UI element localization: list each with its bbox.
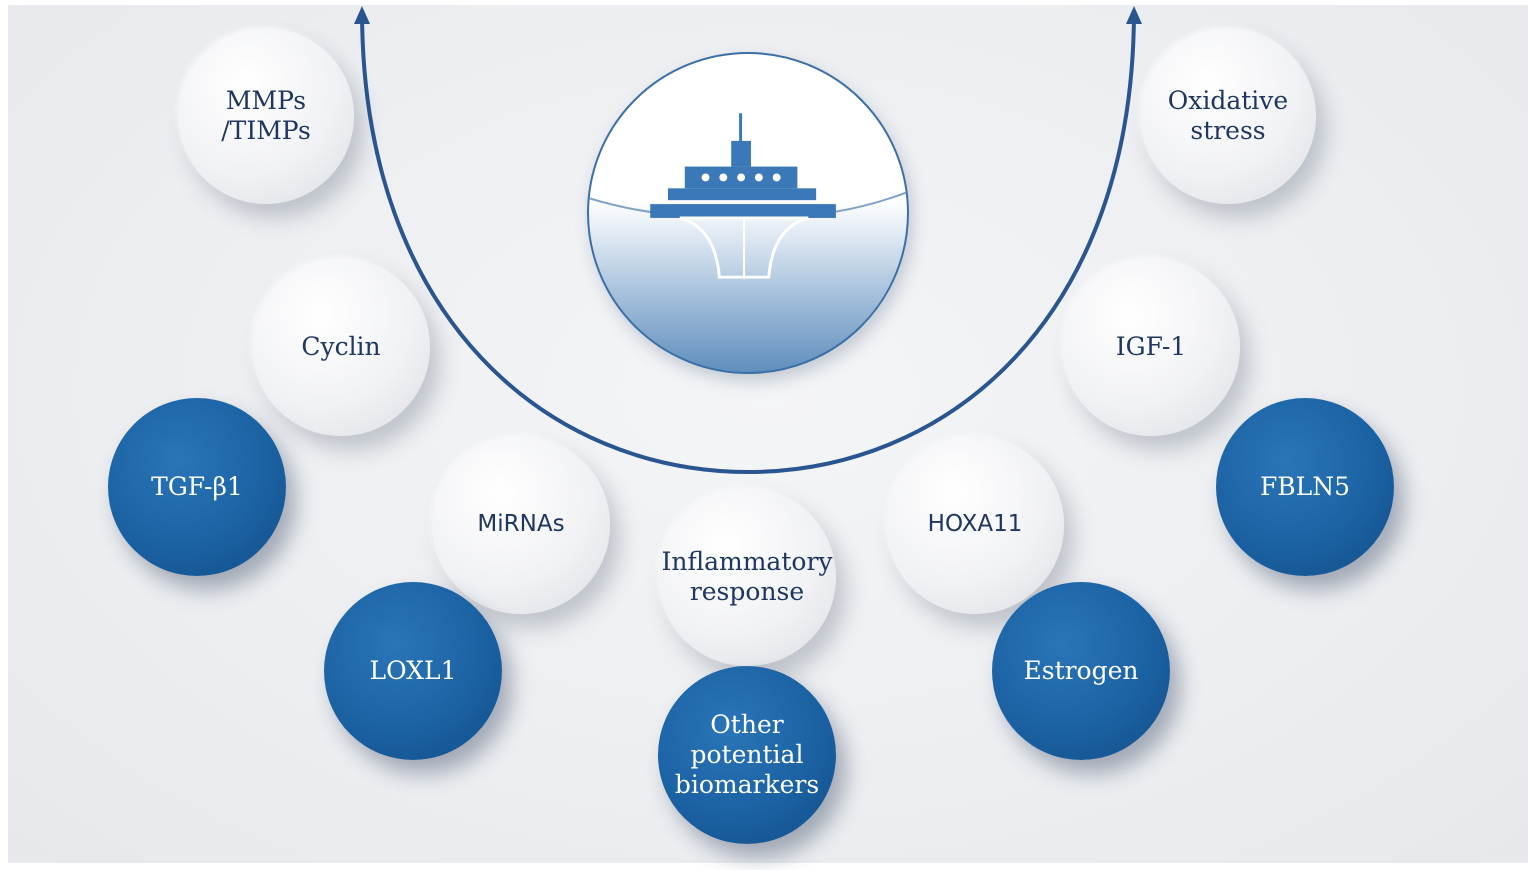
bubble-estrogen-label: Estrogen <box>1023 656 1139 685</box>
bubble-loxl1: LOXL1 <box>324 582 502 760</box>
bubble-tgf-b1-label: TGF-β1 <box>151 472 243 501</box>
bubble-igf1-label: IGF-1 <box>1115 332 1187 361</box>
bubble-inflammatory-response: Inflammatory response <box>658 488 836 666</box>
bubble-hoxa11-label: HOXA11 <box>927 511 1023 538</box>
pelvic-floor-support-icon <box>589 113 907 280</box>
bubble-oxidative-stress-label: Oxidative stress <box>1167 86 1289 145</box>
bubble-tgf-b1: TGF-β1 <box>108 398 286 576</box>
bubble-cyclin-label: Cyclin <box>301 332 381 361</box>
arc-arrowhead-left <box>354 6 370 24</box>
bubble-fbln5: FBLN5 <box>1216 398 1394 576</box>
cycle-arc <box>360 9 1136 475</box>
bubble-igf1: IGF-1 <box>1062 258 1240 436</box>
bubble-hoxa11: HOXA11 <box>886 436 1064 614</box>
bubble-inflammatory-response-label: Inflammatory response <box>661 547 833 606</box>
bubble-other-potential-biomarkers-label: Other potential biomarkers <box>674 710 820 799</box>
bubble-fbln5-label: FBLN5 <box>1259 472 1351 501</box>
bubble-cyclin: Cyclin <box>252 258 430 436</box>
arc-arrowhead-right <box>1126 6 1142 24</box>
bubble-other-potential-biomarkers: Other potential biomarkers <box>658 666 836 844</box>
bubble-estrogen: Estrogen <box>992 582 1170 760</box>
bubble-mmps-timps: MMPs /TIMPs <box>178 28 354 204</box>
bubble-loxl1-label: LOXL1 <box>369 656 457 685</box>
bubble-mirnas-label: MiRNAs <box>477 511 565 538</box>
center-circle <box>587 52 909 374</box>
bubble-oxidative-stress: Oxidative stress <box>1140 28 1316 204</box>
bubble-mmps-timps-label: MMPs /TIMPs <box>221 86 311 145</box>
bubble-mirnas: MiRNAs <box>432 436 610 614</box>
